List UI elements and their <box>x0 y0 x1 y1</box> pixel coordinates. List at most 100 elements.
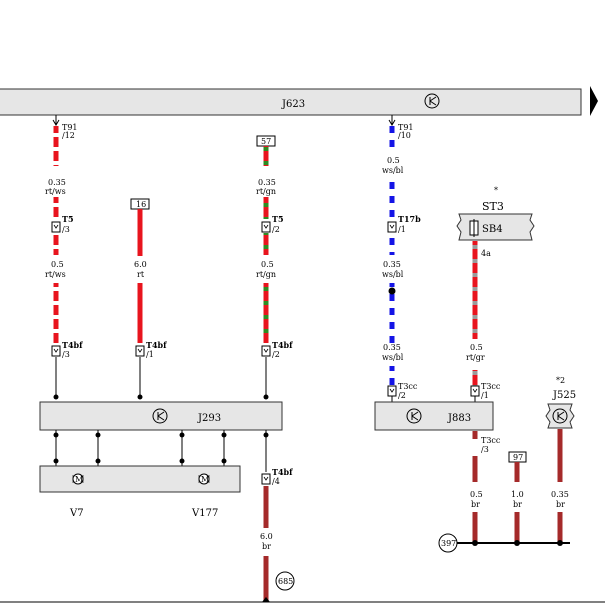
connector-t5-2 <box>261 221 271 233</box>
connector-t17b-1 <box>387 221 397 233</box>
ground-bus-397 <box>438 533 570 553</box>
wire13-gauge: 0.35 <box>551 490 569 499</box>
pin-t5-2-name: T5 <box>272 214 284 224</box>
wire12-gauge: 1.0 <box>511 490 524 499</box>
ref-box-16: 16 <box>136 200 146 209</box>
wire2-gauge: 0.5 <box>51 260 64 269</box>
j883-label: J883 <box>447 413 471 424</box>
wire3-gauge: 6.0 <box>134 260 147 269</box>
j525-component <box>545 403 575 429</box>
wire10-gauge: 6.0 <box>260 532 273 541</box>
wire5-color: rt/gn <box>256 270 276 279</box>
wire8-gauge: 0.35 <box>383 343 401 352</box>
pin-t91-10-name: T91 <box>398 123 414 132</box>
wire9-color: rt/gr <box>466 353 485 362</box>
pin-t4bf-1-name: T4bf <box>146 340 167 350</box>
v7-label: V7 <box>69 508 84 519</box>
pin-t3cc-1-number: /1 <box>481 391 489 400</box>
j293-label: J293 <box>197 413 221 424</box>
pin-t17b-number: /1 <box>398 225 406 234</box>
pin-t4bf-1-number: /1 <box>146 350 154 359</box>
pin-t3cc-3-name: T3cc <box>481 436 501 445</box>
pin-t5-3-name: T5 <box>62 214 74 224</box>
wire8-color: ws/bl <box>382 353 404 362</box>
v7-motor-icon: M <box>72 473 84 485</box>
ground-ref-685-label: 685 <box>278 577 293 586</box>
v177-motor-icon: M <box>198 473 210 485</box>
j623-label: J623 <box>281 99 305 110</box>
pin-t17b-name: T17b <box>398 214 421 224</box>
pin-t4bf-2-number: /2 <box>272 350 280 359</box>
wire4-gauge: 0.35 <box>258 178 276 187</box>
wire10-color: br <box>262 542 271 551</box>
wire-ws-bl-col4 <box>388 115 396 402</box>
wire5-gauge: 0.5 <box>261 260 274 269</box>
wire-br-ref97 <box>508 451 527 542</box>
wire3-color: rt <box>137 270 145 279</box>
j623-component <box>0 88 582 116</box>
v177-label: V177 <box>191 508 218 519</box>
connector-t4bf-2 <box>261 345 271 357</box>
j883-component <box>374 401 494 431</box>
j293-component <box>39 401 283 431</box>
wire12-color: br <box>513 500 522 509</box>
wire-br-ground-j293 <box>0 430 605 603</box>
ground-ref-685 <box>275 571 295 591</box>
pin-t91-12-name: T91 <box>62 123 78 132</box>
wire1-gauge: 0.35 <box>48 178 66 187</box>
wire6-color: ws/bl <box>382 166 404 175</box>
pin-t91-10-number: /10 <box>398 131 411 140</box>
wire-br-j525 <box>557 429 563 542</box>
sb4-label: SB4 <box>482 224 503 235</box>
j525-label: J525 <box>552 390 576 401</box>
pin-t4bf-3-name: T4bf <box>62 340 83 350</box>
wire11-color: br <box>471 500 480 509</box>
pin-t4bf-3-number: /3 <box>62 350 70 359</box>
wire-br-j883 <box>472 431 478 542</box>
wire4-color: rt/gn <box>256 187 276 196</box>
pin-t5-3-number: /3 <box>62 225 70 234</box>
fuse-icon <box>469 219 479 237</box>
connector-t4bf-1 <box>135 345 145 357</box>
wire6-gauge: 0.5 <box>387 156 400 165</box>
wire7-color: ws/bl <box>382 270 404 279</box>
connector-t5-3 <box>51 221 61 233</box>
connector-t4bf-3 <box>51 345 61 357</box>
st3-star: * <box>494 186 498 195</box>
pin-t3cc-2-name: T3cc <box>398 382 418 391</box>
wire7-gauge: 0.35 <box>383 260 401 269</box>
j293-motor-links <box>53 430 227 466</box>
wire-rt-ws-col1 <box>52 115 60 400</box>
wire-rt-gn-col3 <box>256 135 276 400</box>
svg-text:M: M <box>75 475 83 484</box>
pin-t5-2-number: /2 <box>272 225 280 234</box>
st3-label: ST3 <box>482 200 504 213</box>
pin-t3cc-1-name: T3cc <box>481 382 501 391</box>
connector-t3cc-1 <box>470 385 480 397</box>
ref-box-97: 97 <box>513 453 523 462</box>
ref-box-57: 57 <box>261 137 271 146</box>
wire9-gauge: 0.5 <box>470 343 483 352</box>
wire2-color: rt/ws <box>45 270 66 279</box>
pin-t4bf-4-number: /4 <box>272 477 280 486</box>
j293-transistor-icon <box>152 408 168 424</box>
j525-transistor-icon <box>552 408 568 424</box>
ground-ref-397-label: 397 <box>441 539 456 548</box>
page-continue-arrow-icon <box>590 86 598 116</box>
j623-transistor-icon <box>424 93 440 109</box>
connector-t3cc-2 <box>387 385 397 397</box>
pin-t3cc-3-number: /3 <box>481 445 489 454</box>
wire11-gauge: 0.5 <box>470 490 483 499</box>
fan-motors-component <box>39 465 241 493</box>
j525-star: *2 <box>556 376 565 385</box>
j883-transistor-icon <box>406 408 422 424</box>
pin-t4bf-4-name: T4bf <box>272 467 293 477</box>
wire-rt-gr-col5 <box>472 241 478 402</box>
pin-t4bf-2-name: T4bf <box>272 340 293 350</box>
wire1-color: rt/ws <box>45 187 66 196</box>
pin-t3cc-2-number: /2 <box>398 391 406 400</box>
wire13-color: br <box>556 500 565 509</box>
pin-t91-12-number: /12 <box>62 131 75 140</box>
wire-rt-col2 <box>130 198 150 400</box>
